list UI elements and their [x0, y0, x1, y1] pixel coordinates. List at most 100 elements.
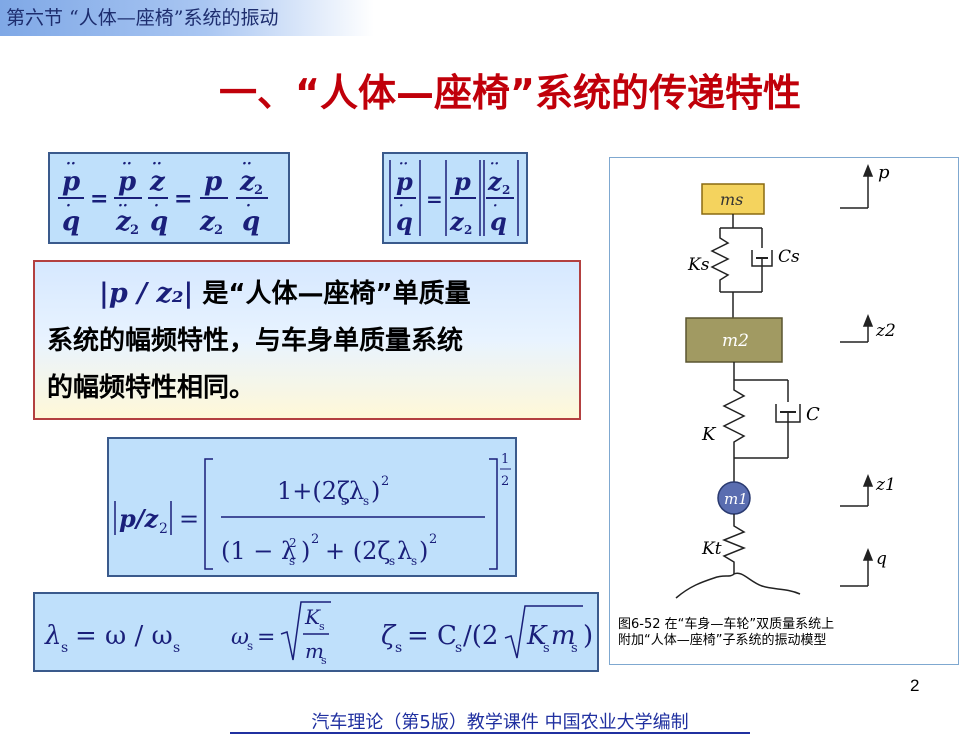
svg-text:p/z: p/z	[119, 504, 160, 533]
svg-text:s: s	[173, 640, 180, 656]
svg-text:λ: λ	[349, 477, 364, 505]
damper-label: C	[806, 404, 820, 425]
svg-text:··: ··	[118, 198, 128, 214]
description-line-3: 的幅频特性相同。	[47, 373, 256, 403]
svg-text:2: 2	[289, 536, 297, 550]
svg-text:s: s	[363, 494, 369, 508]
svg-text:2: 2	[501, 474, 509, 489]
svg-text:): )	[301, 537, 310, 565]
svg-text:(1 − λ: (1 − λ	[221, 537, 296, 565]
damper-s-label: Cs	[778, 247, 800, 267]
coord-z2-label: z2	[875, 321, 896, 341]
svg-text:q: q	[396, 207, 413, 236]
svg-text:·: ·	[154, 198, 159, 214]
svg-text:p: p	[118, 167, 136, 197]
mass-1-label: m1	[724, 490, 748, 508]
svg-text:p: p	[62, 167, 80, 197]
svg-text:= ω / ω: = ω / ω	[75, 621, 173, 651]
svg-text:2: 2	[130, 223, 139, 238]
svg-text:2: 2	[429, 532, 437, 547]
svg-text:z: z	[449, 207, 465, 236]
footer-text: 汽车理论（第5版）教学课件 中国农业大学编制	[311, 712, 689, 733]
svg-text:··: ··	[399, 157, 408, 172]
svg-text:K: K	[304, 605, 321, 629]
svg-text:q: q	[150, 207, 168, 237]
svg-text:··: ··	[152, 156, 162, 172]
svg-text:2: 2	[159, 521, 168, 537]
description-box: |p / z₂| 是“人体—座椅”单质量 系统的幅频特性，与车身单质量系统 的幅…	[33, 260, 581, 420]
mass-s-block	[701, 183, 765, 215]
mass-2-label: m2	[722, 331, 749, 351]
svg-text:2: 2	[381, 474, 389, 489]
svg-text:=: =	[90, 186, 108, 212]
svg-text:z: z	[199, 207, 216, 237]
svg-text:): )	[371, 477, 380, 505]
svg-text:=: =	[257, 625, 275, 650]
svg-text:): )	[583, 621, 593, 651]
svg-text:q: q	[490, 207, 507, 236]
formula-amplitude-frequency-svg: p/z 2 = 1+(2ζs λs )2 (1 − λ2s )2 + (2ζs …	[114, 452, 511, 570]
svg-text:s: s	[321, 654, 327, 667]
svg-text:p: p	[396, 167, 413, 196]
svg-text:z: z	[487, 167, 503, 196]
slide-title: 一、“人体—座椅”系统的传递特性	[219, 71, 801, 115]
vibration-model-svg: ms Ks Cs m2 K C m1 Kt	[675, 162, 896, 599]
svg-text:1+(2ζ: 1+(2ζ	[277, 477, 350, 505]
svg-text:z: z	[239, 167, 256, 197]
svg-text:z: z	[115, 207, 132, 237]
description-line-2: 系统的幅频特性，与车身单质量系统	[47, 326, 464, 356]
svg-text:·: ·	[493, 199, 498, 214]
spring-t-label: Kt	[701, 539, 722, 559]
svg-text:p: p	[204, 167, 222, 197]
spring-label: K	[701, 424, 717, 445]
svg-text:s: s	[341, 494, 347, 508]
svg-text:λ: λ	[397, 537, 412, 565]
mass-2-block	[685, 317, 783, 363]
svg-text:m: m	[551, 621, 576, 651]
footer-divider	[230, 732, 750, 734]
road-profile	[675, 572, 801, 599]
svg-text:··: ··	[66, 156, 76, 172]
svg-text:s: s	[395, 640, 402, 656]
svg-text:s: s	[247, 639, 253, 653]
svg-text:/(2: /(2	[463, 621, 498, 651]
figure-caption: 图6-52 在“车身—车轮”双质量系统上 附加“人体—座椅”子系统的振动模型	[618, 617, 950, 649]
svg-text:m: m	[305, 639, 324, 663]
svg-text:·: ·	[399, 199, 404, 214]
spring-s-label: Ks	[687, 255, 710, 275]
svg-text:2: 2	[311, 532, 319, 547]
svg-text:λ: λ	[44, 621, 61, 651]
svg-text:=: =	[174, 186, 192, 212]
svg-text:+ (2ζ: + (2ζ	[325, 537, 390, 565]
svg-text:z: z	[149, 167, 166, 197]
svg-text:K: K	[526, 621, 548, 651]
caption-line-1: 图6-52 在“车身—车轮”双质量系统上	[618, 617, 835, 632]
svg-text:··: ··	[242, 156, 252, 172]
description-line-1: 是“人体—座椅”单质量	[202, 279, 471, 309]
svg-text:2: 2	[254, 183, 263, 198]
svg-text:·: ·	[246, 198, 251, 214]
mass-s-label: ms	[720, 190, 743, 209]
svg-text:s: s	[455, 640, 462, 656]
caption-line-2: 附加“人体—座椅”子系统的振动模型	[618, 633, 827, 648]
svg-text:=: =	[179, 505, 199, 533]
coord-p-label: p	[878, 162, 890, 183]
svg-text:p: p	[454, 167, 471, 196]
svg-text:s: s	[289, 554, 295, 568]
svg-text:=: =	[426, 187, 443, 211]
svg-text:s: s	[411, 554, 417, 568]
svg-text:1: 1	[501, 452, 509, 467]
svg-text:ω: ω	[231, 625, 249, 650]
svg-text:s: s	[543, 641, 550, 656]
svg-text:s: s	[389, 554, 395, 568]
svg-text:··: ··	[490, 157, 499, 172]
svg-text:·: ·	[66, 198, 71, 214]
svg-text:··: ··	[122, 156, 132, 172]
vibration-model-diagram: ms Ks Cs m2 K C m1 Kt	[609, 157, 959, 665]
